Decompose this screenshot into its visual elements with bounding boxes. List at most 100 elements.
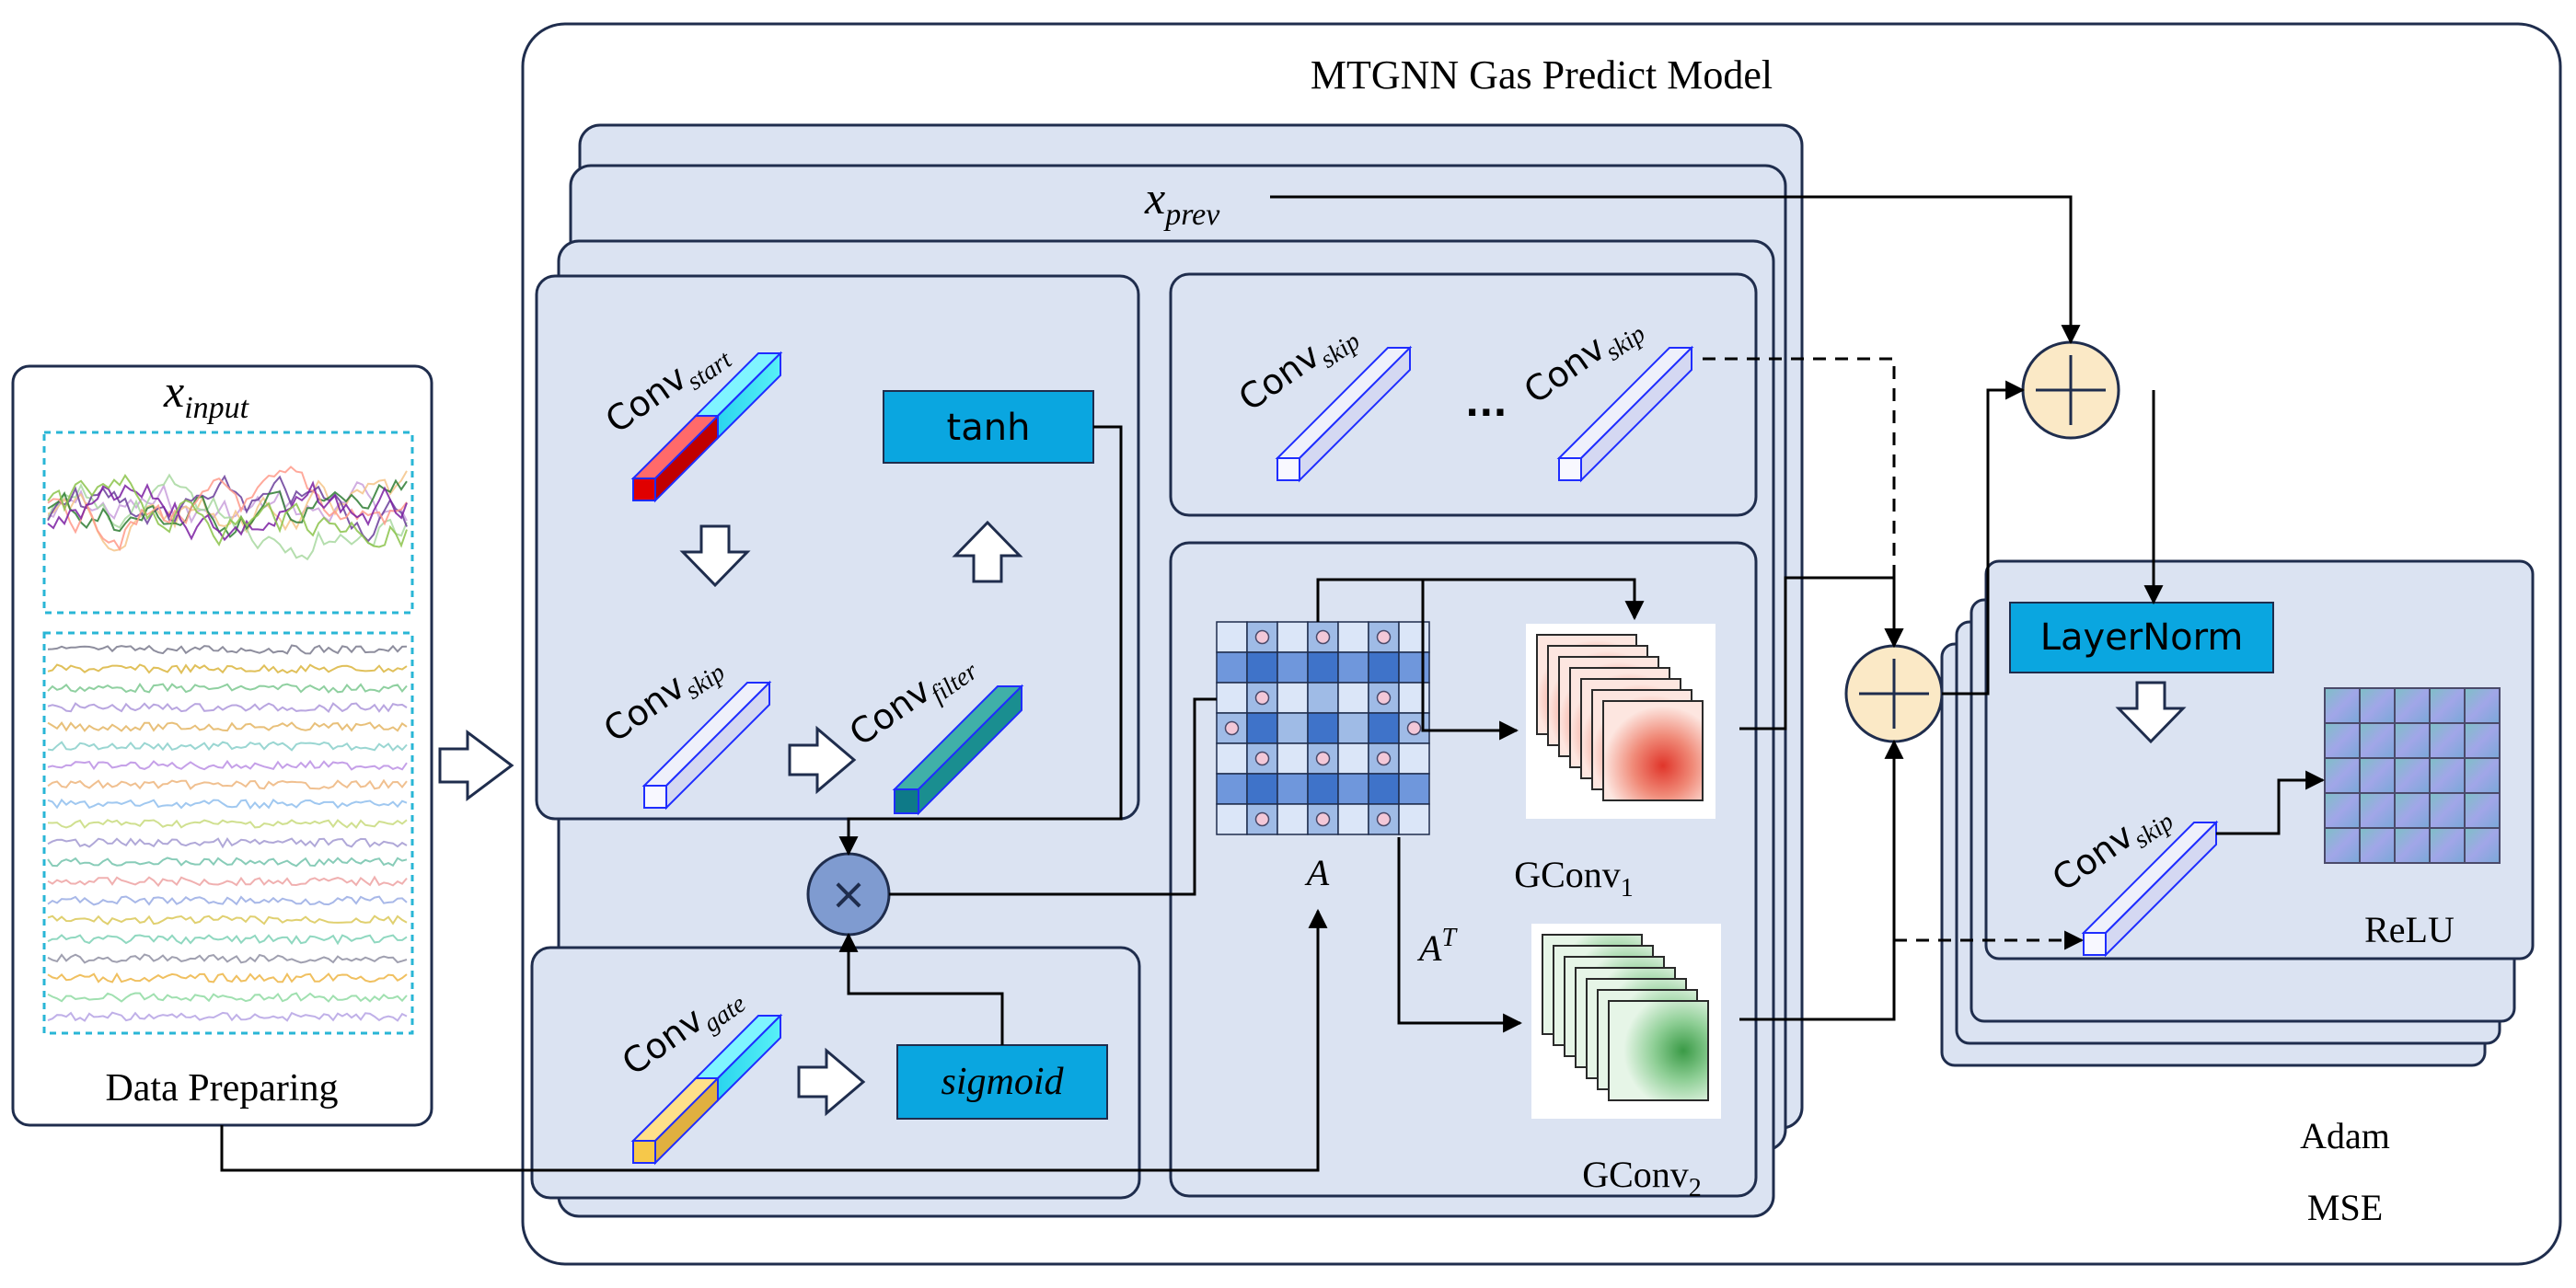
timeseries-line <box>47 778 408 790</box>
matrix-cell <box>1307 651 1339 684</box>
matrix-cell <box>1276 712 1309 744</box>
up-arrow-icon <box>952 520 1023 583</box>
timeseries-line <box>47 953 408 964</box>
timeseries-line <box>47 1011 408 1022</box>
matrix-cell <box>1398 682 1430 714</box>
matrix-node <box>1315 751 1331 766</box>
matrix-node <box>1315 811 1331 827</box>
timeseries-line <box>47 480 408 542</box>
matrix-cell <box>1337 682 1369 714</box>
temporal-conv-box: Convstart Convskip Convfilter tanh <box>535 274 1140 821</box>
timeseries-line <box>47 741 408 752</box>
relu-cell <box>2394 757 2431 794</box>
matrix-node <box>1254 690 1270 706</box>
matrix-cell <box>1398 621 1430 653</box>
relu-cell <box>2324 722 2361 759</box>
matrix-cell <box>1368 651 1400 684</box>
matrix-cell <box>1246 773 1278 805</box>
matrix-cell <box>1276 742 1309 775</box>
gconv2-feature-maps <box>1531 924 1721 1119</box>
ellipsis: ... <box>1465 383 1507 425</box>
matrix-cell <box>1216 621 1248 653</box>
timeseries-line <box>47 819 408 829</box>
relu-cell <box>2394 687 2431 724</box>
multiply-icon: × <box>830 868 867 920</box>
connections <box>220 195 2326 1172</box>
matrix-cell <box>1276 773 1309 805</box>
relu-cell <box>2429 757 2466 794</box>
down-arrow-icon <box>2115 681 2187 744</box>
matrix-cell <box>1246 712 1278 744</box>
timeseries-line <box>47 721 408 732</box>
matrix-cell <box>1368 773 1400 805</box>
matrix-cell <box>1398 773 1430 805</box>
matrix-cell <box>1337 621 1369 653</box>
sigmoid-label: sigmoid <box>941 1061 1064 1103</box>
feature-map <box>1608 1000 1709 1101</box>
gconv1-feature-maps <box>1526 624 1715 819</box>
matrix-node <box>1254 811 1270 827</box>
relu-cell <box>2464 827 2501 864</box>
timeseries-line <box>47 663 408 675</box>
timeseries-line <box>47 895 408 906</box>
layernorm-label: LayerNorm <box>2040 616 2244 659</box>
matrix-cell <box>1337 742 1369 775</box>
input-label: xinput <box>163 365 250 425</box>
prev-label: xprev <box>1144 172 1220 232</box>
layernorm-block <box>2009 602 2274 673</box>
timeseries-line <box>47 759 408 771</box>
input-timeseries-box <box>42 431 414 615</box>
matrix-cell <box>1398 651 1430 684</box>
matrix-cell <box>1216 803 1248 835</box>
loss-label: MSE <box>2307 1187 2383 1228</box>
matrix-cell <box>1337 651 1369 684</box>
matrix-node <box>1406 720 1422 736</box>
relu-cell <box>2429 687 2466 724</box>
matrix-node <box>1254 629 1270 645</box>
data-preparing-label: Data Preparing <box>105 1067 338 1110</box>
gconv1-label: GConv1 <box>1514 854 1634 903</box>
matrix-node <box>1376 811 1392 827</box>
relu-cell <box>2394 792 2431 829</box>
matrix-cell <box>1398 803 1430 835</box>
timeseries-line <box>47 875 408 888</box>
relu-cell <box>2359 792 2396 829</box>
matrix-cell <box>1216 682 1248 714</box>
matrix-cell <box>1276 803 1309 835</box>
adjacency-transpose-label: AT <box>1416 924 1458 969</box>
input-multivariate-plot <box>47 644 408 1022</box>
data-preparing-panel: xinput Data Preparing <box>11 364 433 1127</box>
output-stack: LayerNorm Convskip ReLU <box>1940 559 2535 1067</box>
conv-skip-block <box>2081 820 2219 958</box>
relu-cell <box>2429 827 2466 864</box>
relu-cell <box>2359 757 2396 794</box>
model-title: MTGNN Gas Predict Model <box>1311 52 1773 98</box>
matrix-node <box>1254 751 1270 766</box>
skip-conv-box: Convskip ... Convskip <box>1169 272 1758 517</box>
gconv2-label: GConv2 <box>1582 1154 1702 1202</box>
relu-label: ReLU <box>2364 909 2455 950</box>
residual-adder-node <box>2021 340 2120 440</box>
timeseries-line <box>47 836 408 849</box>
matrix-cell <box>1276 682 1309 714</box>
right-arrow-icon <box>788 725 857 795</box>
matrix-node <box>1376 690 1392 706</box>
multiply-node: × <box>806 852 891 937</box>
matrix-node <box>1315 629 1331 645</box>
relu-cell <box>2324 792 2361 829</box>
matrix-cell <box>1307 773 1339 805</box>
tanh-label: tanh <box>947 407 1031 449</box>
timeseries-line <box>47 682 408 694</box>
relu-cell <box>2464 792 2501 829</box>
timeseries-line <box>47 798 408 811</box>
relu-cell <box>2324 827 2361 864</box>
input-multivariate-box <box>42 631 414 1035</box>
matrix-cell <box>1337 712 1369 744</box>
timeseries-line <box>47 702 408 713</box>
matrix-cell <box>1368 712 1400 744</box>
tanh-block <box>883 390 1094 464</box>
relu-output-grid <box>2324 687 2501 864</box>
optimizer-label: Adam <box>2300 1115 2390 1156</box>
timeseries-line <box>47 934 408 946</box>
relu-cell <box>2324 687 2361 724</box>
